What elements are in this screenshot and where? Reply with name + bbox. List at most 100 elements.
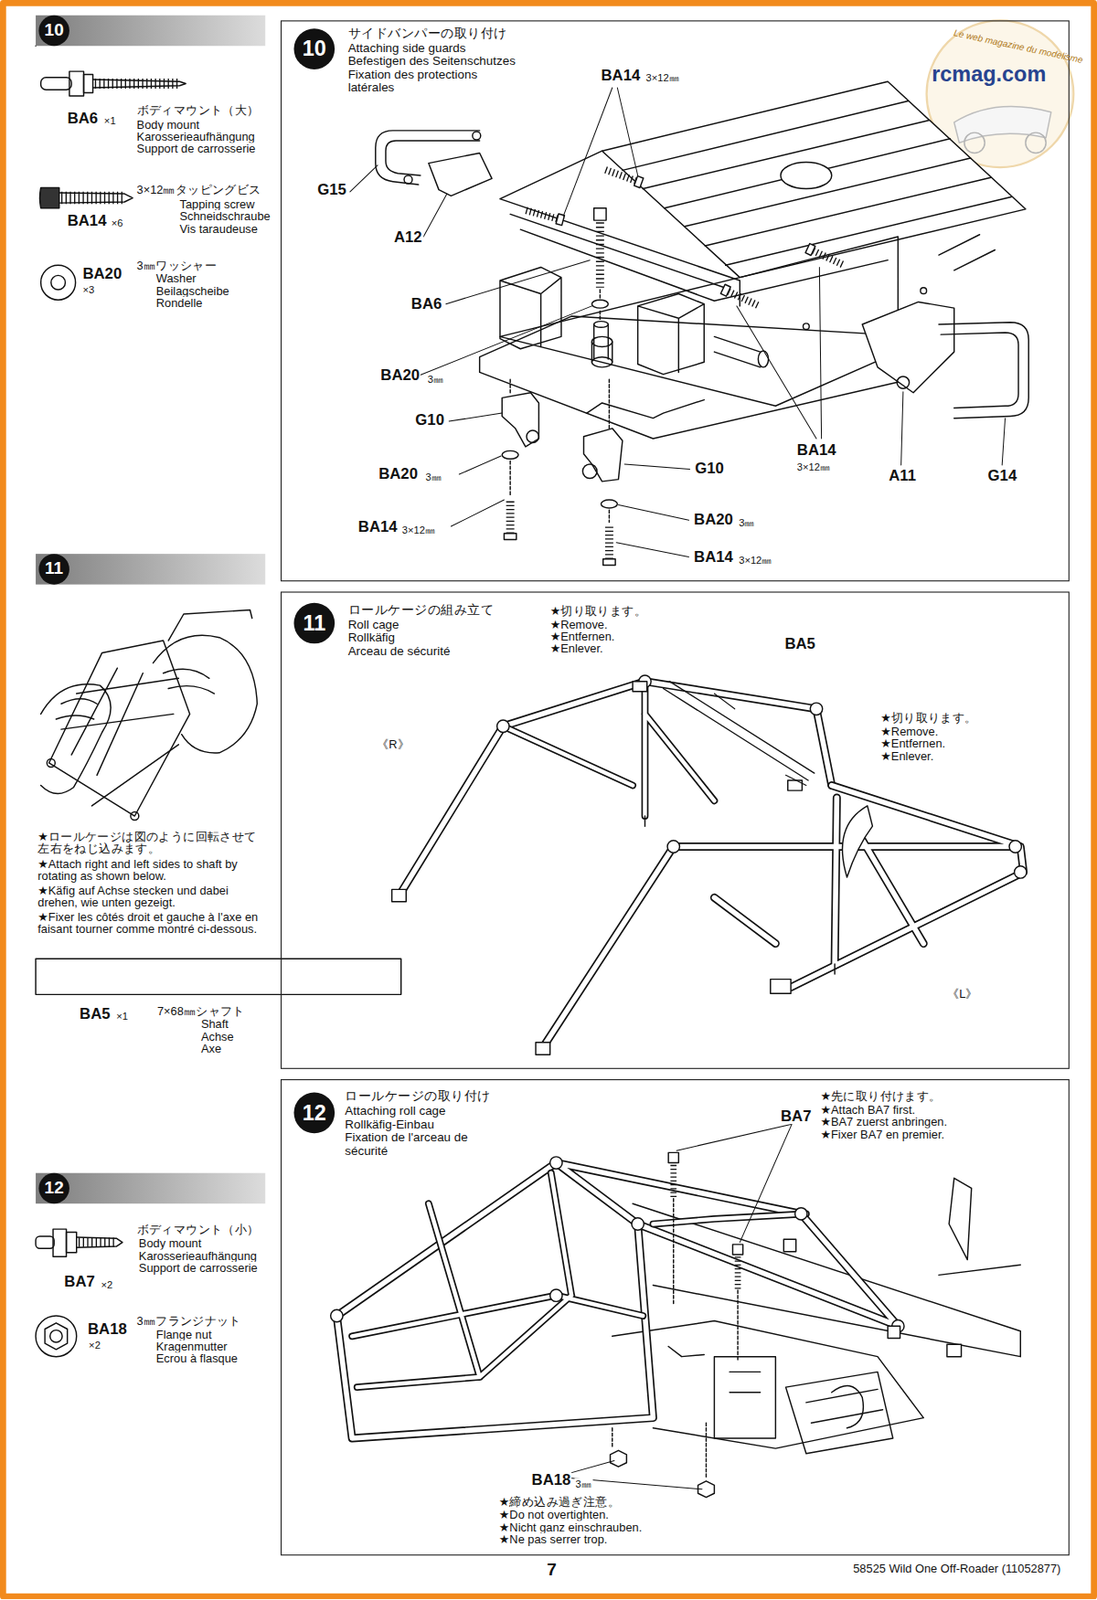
part-ba6	[41, 71, 187, 96]
part-code: BA5	[783, 635, 817, 652]
note-text: Tapping screw	[178, 198, 256, 211]
note-text: Vis taraudeuse	[178, 222, 259, 235]
note-text: ★Attach BA7 first.	[819, 1104, 916, 1117]
note-text: Beilagscheibe	[155, 284, 231, 297]
step-title: Attaching side guards	[348, 42, 527, 56]
part-code: BA18	[530, 1472, 572, 1490]
page-number: 7	[545, 1561, 558, 1580]
part-size: ×6	[110, 217, 125, 229]
part-code: BA14	[692, 549, 735, 566]
step-number: 11	[38, 553, 69, 585]
part-ba14	[40, 187, 134, 208]
note-text: ★切り取ります。	[549, 605, 649, 618]
note-text: ★先に取り付けます。	[819, 1090, 942, 1103]
note-text: ★Nicht ganz einschrauben.	[498, 1521, 644, 1534]
part-code: BA20	[81, 265, 123, 282]
bracket-a12	[428, 152, 492, 196]
note-text: Support de carrosserie	[135, 142, 256, 155]
part-code: G14	[986, 467, 1018, 484]
part-size: 3㎜	[424, 471, 443, 483]
steering-parts-g10	[501, 379, 623, 522]
note-text: Kragenmutter	[155, 1341, 229, 1353]
note-text: ★切り取ります。	[879, 712, 979, 725]
note-text: 7×68㎜シャフト	[156, 1005, 246, 1018]
note-text: Rondelle	[155, 297, 204, 309]
note-text: ★Do not overtighten.	[498, 1509, 610, 1522]
note-text: Shaft	[200, 1018, 230, 1031]
part-size: 3㎜	[426, 373, 446, 385]
note-text: 《R》	[375, 738, 411, 751]
step-title: Rollkäfig-Einbau	[344, 1118, 498, 1132]
body-mount-ba6	[591, 208, 608, 360]
step-number: 10	[302, 36, 327, 62]
note-text: 3㎜フランジナット	[135, 1315, 243, 1328]
part-code: BA20	[379, 367, 421, 384]
part-ba20	[41, 265, 76, 300]
part-code: BA14	[357, 518, 399, 535]
roll-cage-illustration	[392, 675, 1027, 1055]
bracket-a11	[862, 301, 954, 393]
step-title: ロールケージの取り付け	[344, 1089, 498, 1106]
step-title: Fixation de l'arceau de sécurité	[344, 1131, 498, 1159]
note-text: Body mount	[135, 117, 201, 130]
note-text: ★Entfernen.	[879, 737, 947, 750]
step-number: 12	[38, 1173, 69, 1204]
step-number: 10	[38, 15, 69, 46]
note-text: 《L》	[946, 988, 980, 1001]
step-title: Rollkäfig	[348, 631, 553, 646]
note-text: ★Attach right and left sides to shaft by…	[36, 858, 268, 884]
part-size: 3㎜	[574, 1478, 593, 1490]
part-size: 3㎜	[737, 517, 757, 529]
step-title: Attaching roll cage	[344, 1105, 498, 1119]
shaft-ba5	[35, 958, 402, 995]
part-code: A12	[393, 228, 424, 245]
chassis-rear-illustration	[612, 1178, 1022, 1454]
side-guard-g14	[938, 322, 1029, 419]
note-text: ★Enlever.	[549, 642, 605, 655]
step-panel: サイドバンパーの取り付けAttaching side guardsBefesti…	[280, 20, 1070, 582]
note-text: Body mount	[138, 1237, 203, 1250]
roll-cage-mounted	[330, 1157, 962, 1439]
part-code: G10	[414, 412, 446, 429]
part-code: BA20	[692, 511, 735, 528]
note-text: ★Remove.	[549, 617, 609, 630]
step-band: 10	[35, 15, 266, 46]
part-code: G10	[693, 459, 725, 477]
part-code: A11	[887, 467, 917, 484]
part-code: G15	[316, 181, 348, 199]
note-text: 3×12㎜タッピングビス	[135, 183, 262, 196]
note-text: ★Remove.	[879, 725, 939, 738]
note-text: Flange nut	[155, 1328, 214, 1341]
step-title: Roll cage	[348, 617, 553, 632]
note-text: Axe	[200, 1043, 223, 1055]
note-text: ★BA7 zuerst anbringen.	[819, 1116, 948, 1129]
leader-lines	[350, 87, 1006, 557]
step-title: Befestigen des Seitenschutzes	[348, 54, 527, 69]
note-text: Washer	[155, 272, 198, 285]
watermark: rcmag.com	[930, 63, 1047, 86]
body-mounts-ba7	[555, 1124, 792, 1499]
part-size: 3×12㎜	[737, 554, 774, 566]
part-size: ×3	[81, 284, 96, 296]
note-text: ボディマウント（大）	[135, 104, 260, 117]
step-band: 11	[35, 553, 266, 585]
part-ba18	[35, 1316, 77, 1358]
note-text: ★Fixer les côtés droit et gauche à l'axe…	[36, 911, 272, 937]
screws	[503, 164, 845, 565]
part-size: ×1	[103, 115, 118, 127]
part-ba7	[35, 1229, 123, 1257]
hands-illustration	[41, 610, 258, 821]
note-text: Achse	[200, 1030, 235, 1043]
part-code: BA14	[599, 67, 641, 85]
note-text: ★ロールケージは図のように回転させて左右をねじ込みます。	[36, 830, 268, 856]
part-code: BA7	[779, 1107, 813, 1125]
part-size: 3×12㎜	[796, 461, 832, 473]
step-circle: 11	[293, 603, 335, 645]
note-text: ★Ne pas serrer trop.	[498, 1533, 609, 1546]
chassis-illustration	[479, 81, 1026, 439]
part-size: 3×12㎜	[644, 72, 681, 84]
step-title: サイドバンパーの取り付け	[348, 26, 527, 43]
note-text: Support de carrosserie	[138, 1262, 259, 1275]
note-text: Schneidschraube	[178, 210, 271, 223]
